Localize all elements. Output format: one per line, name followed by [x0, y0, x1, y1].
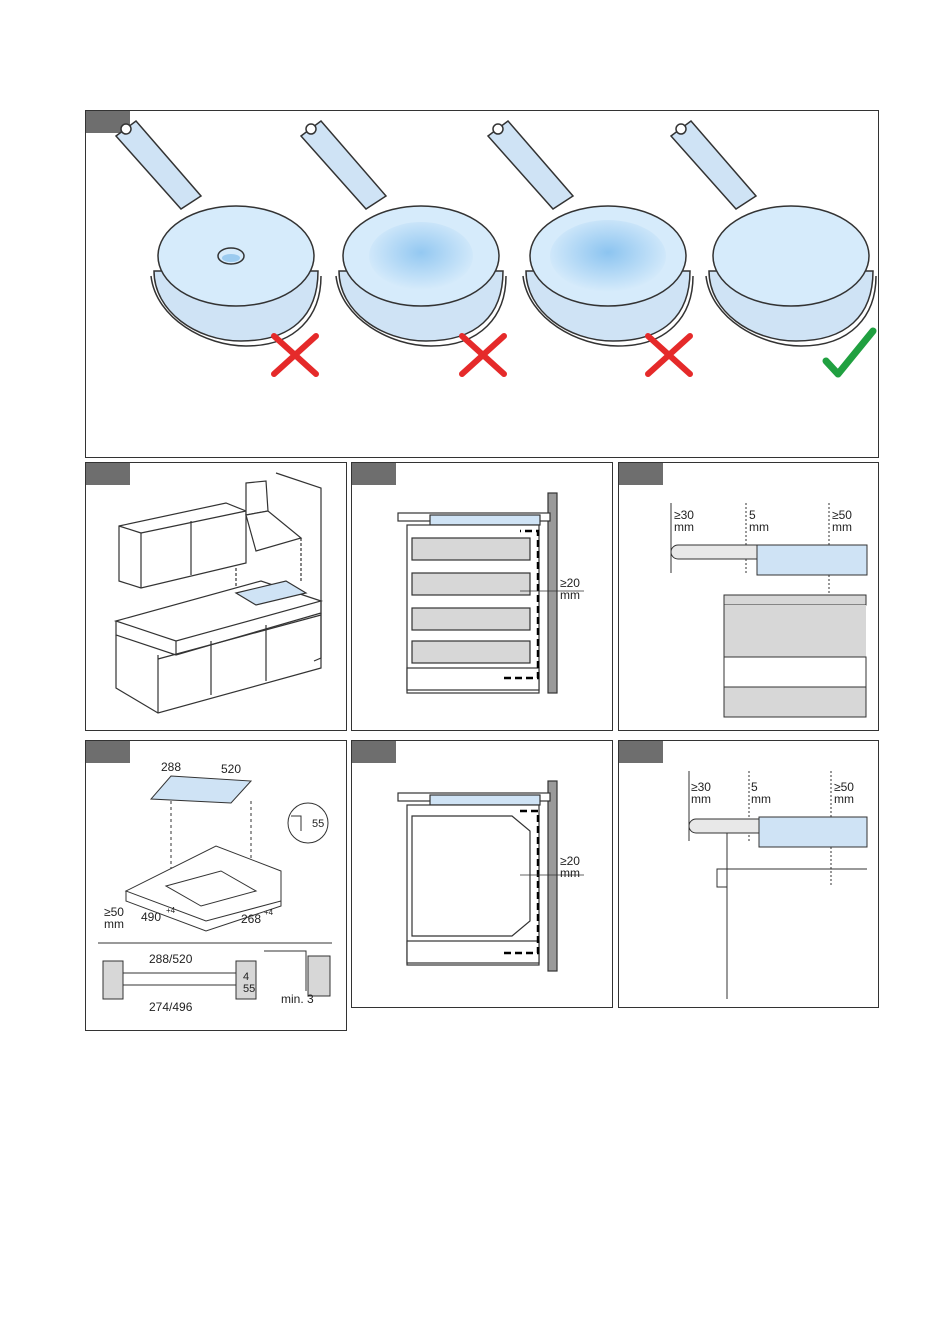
- kitchen-installation-panel: [85, 462, 347, 731]
- left-clearance-unit: mm: [691, 792, 711, 806]
- pan-suitability-panel: [85, 110, 879, 458]
- clearance-panel-oven: ≥30 mm 5 mm ≥50 mm: [618, 740, 879, 1008]
- ventilation-oven-illustration: ≥20 mm: [352, 741, 613, 1008]
- cutout-dimensions-panel: 288 520 55 ≥50 mm 490 +4 268 +4 288/520 …: [85, 740, 347, 1031]
- gap-unit: mm: [560, 866, 580, 880]
- cutout-depth-label: 490: [141, 910, 161, 924]
- cutout-width-label: 268: [241, 912, 261, 926]
- cross-icon: [648, 336, 690, 374]
- ventilation-panel-drawers: ≥20 mm: [351, 462, 613, 731]
- hob-depth-label: 288: [161, 760, 181, 774]
- min-gap-label: min. 3: [281, 992, 314, 1006]
- pan-flat-base: [671, 121, 876, 346]
- clearance-drawers-illustration: ≥30 mm 5 mm ≥50 mm: [619, 463, 879, 731]
- pan-illustrations: [86, 111, 879, 458]
- mid-clearance-unit: mm: [749, 520, 769, 534]
- clearance-panel-drawers: ≥30 mm 5 mm ≥50 mm: [618, 462, 879, 731]
- cutout-width-tolerance: +4: [264, 908, 274, 917]
- cutout-illustration: 288 520 55 ≥50 mm 490 +4 268 +4 288/520 …: [86, 741, 347, 1031]
- pan-convex-base: [301, 121, 506, 346]
- left-clearance-unit: mm: [674, 520, 694, 534]
- gap-unit: mm: [560, 588, 580, 602]
- section-top-dimension: 288/520: [149, 952, 193, 966]
- hob-width-label: 520: [221, 762, 241, 776]
- hob-height-label: 55: [312, 818, 324, 830]
- clearance-oven-illustration: ≥30 mm 5 mm ≥50 mm: [619, 741, 879, 1008]
- right-clearance-unit: mm: [832, 520, 852, 534]
- section-height-label: 55: [243, 983, 255, 995]
- section-bottom-dimension: 274/496: [149, 1000, 193, 1014]
- right-clearance-unit: mm: [834, 792, 854, 806]
- ventilation-drawers-illustration: ≥20 mm: [352, 463, 613, 731]
- ventilation-panel-oven: ≥20 mm: [351, 740, 613, 1008]
- cutout-depth-tolerance: +4: [166, 906, 176, 915]
- section-thickness-label: 4: [243, 971, 249, 983]
- mid-clearance-unit: mm: [751, 792, 771, 806]
- check-icon: [826, 331, 873, 374]
- cross-icon: [462, 336, 504, 374]
- cutout-wall-unit: mm: [104, 917, 124, 931]
- kitchen-illustration: [86, 463, 347, 731]
- cross-icon: [274, 336, 316, 374]
- pan-with-hole: [116, 121, 321, 346]
- pan-concave-base: [488, 121, 693, 346]
